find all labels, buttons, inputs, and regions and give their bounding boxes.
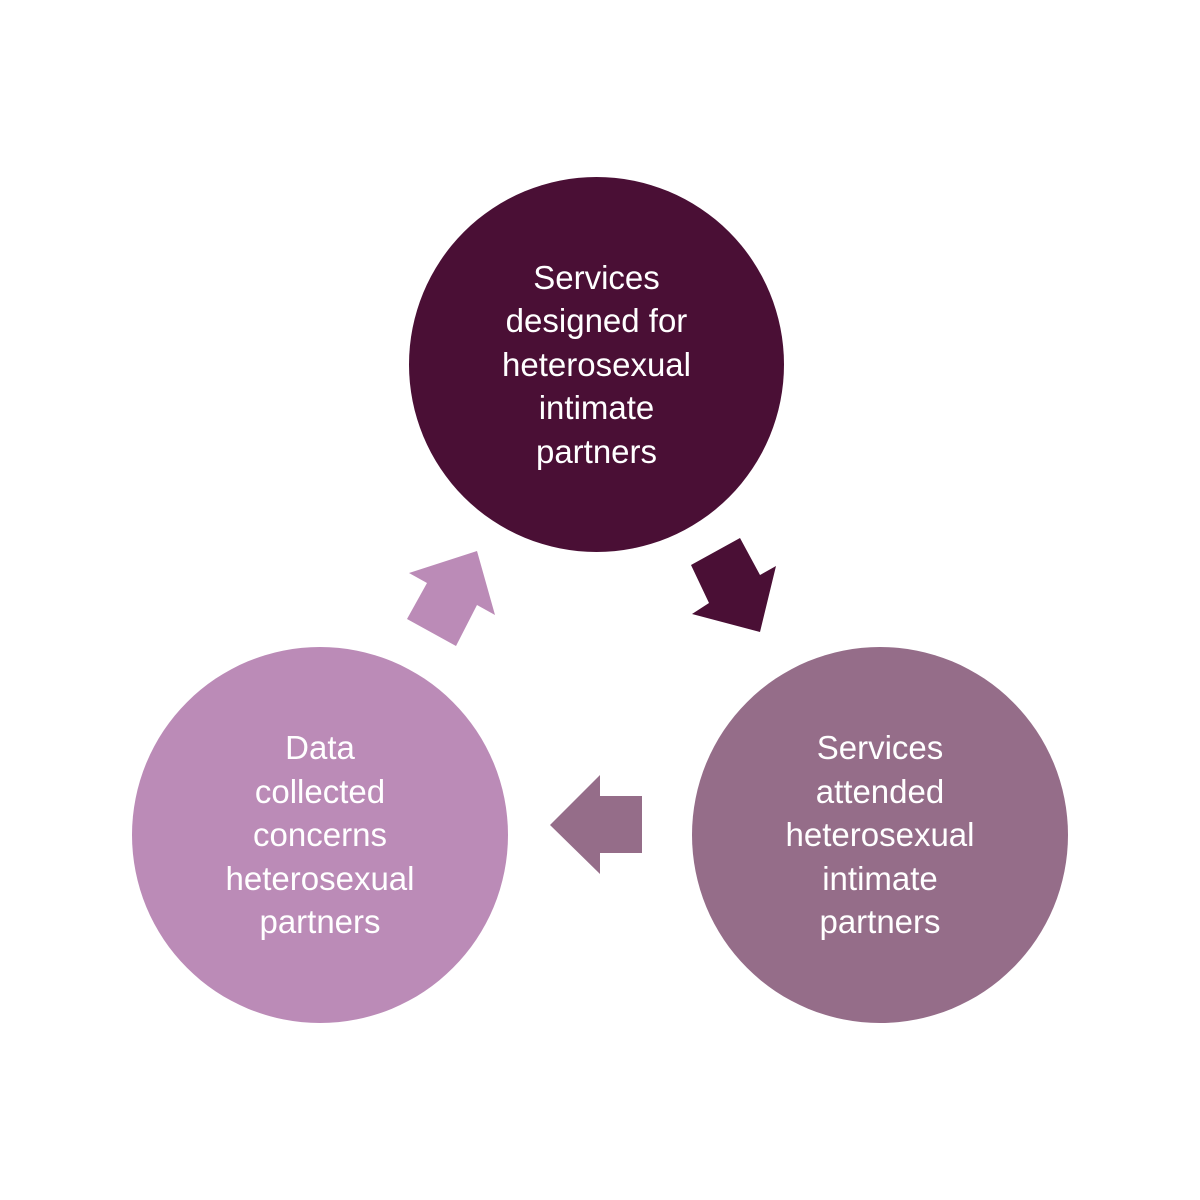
node-services-attended: Services attended heterosexual intimate …: [692, 647, 1068, 1023]
node-label: Services designed for heterosexual intim…: [502, 258, 691, 470]
node-services-designed: Services designed for heterosexual intim…: [409, 177, 784, 552]
arrow-top-to-right: [691, 538, 776, 632]
arrow-left-to-top: [407, 551, 495, 646]
node-data-collected: Data collected concerns heterosexual par…: [132, 647, 508, 1023]
node-label: Data collected concerns heterosexual par…: [225, 729, 415, 941]
arrow-right-to-left: [550, 775, 642, 874]
node-label: Services attended heterosexual intimate …: [785, 729, 975, 941]
